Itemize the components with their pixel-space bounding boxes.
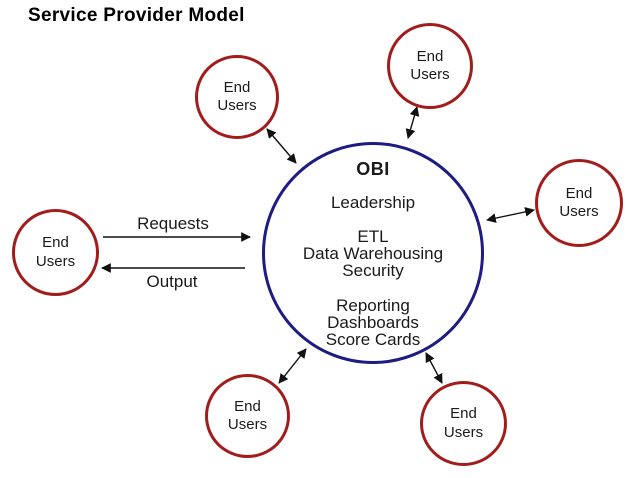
end-users-label: End Users (443, 405, 484, 441)
obi-item: Data Warehousing (302, 244, 444, 263)
obi-group-leadership: Leadership (331, 194, 415, 211)
end-users-circle-bottom-right: End Users (420, 381, 507, 466)
obi-title: OBI (356, 159, 390, 179)
obi-group-reporting: Reporting Dashboards Score Cards (326, 297, 420, 348)
end-users-label: End Users (217, 78, 257, 114)
link-bottom-left-arrow (278, 348, 307, 384)
obi-item: Reporting (336, 296, 410, 315)
end-users-circle-left: End Users (12, 209, 99, 296)
end-users-label: End Users (410, 47, 450, 83)
output-arrow-label: Output (146, 272, 198, 291)
link-top-left-arrow (266, 128, 297, 164)
link-right-arrow (486, 207, 535, 223)
obi-item: Security (342, 261, 404, 280)
obi-item: ETL (357, 227, 389, 246)
end-users-label: End Users (35, 234, 76, 270)
obi-item: Dashboards (327, 313, 419, 332)
requests-arrow-label: Requests (137, 214, 209, 233)
end-users-circle-top-left: End Users (195, 55, 279, 139)
obi-item: Leadership (330, 193, 416, 212)
end-users-label: End Users (559, 184, 599, 220)
link-top-right-arrow (405, 106, 420, 139)
end-users-circle-bottom-left: End Users (205, 374, 290, 458)
link-bottom-right-arrow (425, 352, 443, 384)
page-title: Service Provider Model (28, 5, 245, 26)
obi-group-data: ETL Data Warehousing Security (303, 228, 443, 279)
obi-item: Score Cards (325, 330, 421, 349)
end-users-circle-top-right: End Users (387, 23, 473, 109)
end-users-label: End Users (227, 397, 268, 433)
obi-circle: OBI Leadership ETL Data Warehousing Secu… (262, 142, 484, 364)
end-users-circle-right: End Users (535, 159, 623, 247)
